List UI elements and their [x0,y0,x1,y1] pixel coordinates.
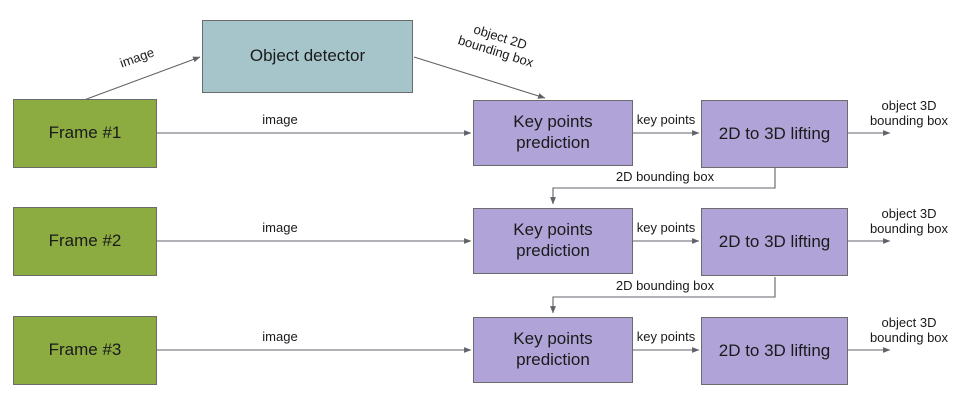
node-keypoints-prediction-1[interactable]: Key points prediction [473,100,633,166]
edge-label-output-row-2: object 3D bounding box [869,206,949,237]
edge-label-image-row-1: image [262,112,298,127]
node-frame-2[interactable]: Frame #2 [13,207,157,276]
node-lifting-3-label: 2D to 3D lifting [718,340,831,360]
edge-label-detector-to-keypoints: object 2D bounding box [456,21,536,71]
edge-label-keypoints-row-2: key points [636,220,696,235]
node-frame-3-label: Frame #3 [48,340,122,360]
node-object-detector[interactable]: Object detector [202,20,413,93]
node-object-detector-label: Object detector [249,46,366,66]
node-keypoints-prediction-3[interactable]: Key points prediction [473,317,633,383]
node-keypoints-prediction-3-label: Key points prediction [513,329,593,369]
node-lifting-2[interactable]: 2D to 3D lifting [701,208,848,276]
edge-label-image-row-3: image [262,329,298,344]
edge-label-output-row-3: object 3D bounding box [869,315,949,346]
node-frame-1-label: Frame #1 [48,123,122,143]
node-keypoints-prediction-2[interactable]: Key points prediction [473,208,633,274]
node-keypoints-prediction-1-label: Key points prediction [513,112,593,152]
edge-label-image-row-2: image [262,220,298,235]
node-frame-2-label: Frame #2 [48,231,122,251]
node-frame-1[interactable]: Frame #1 [13,99,157,168]
edge-label-keypoints-row-1: key points [636,112,696,127]
edge-label-image-to-detector: image [117,44,157,71]
edge-label-feedback-row-2: 2D bounding box [615,278,715,293]
node-lifting-2-label: 2D to 3D lifting [718,231,831,251]
edge-label-feedback-row-1: 2D bounding box [615,169,715,184]
edge-label-keypoints-row-3: key points [636,329,696,344]
node-lifting-1-label: 2D to 3D lifting [718,123,831,143]
node-keypoints-prediction-2-label: Key points prediction [513,220,593,260]
node-frame-3[interactable]: Frame #3 [13,316,157,385]
edge-label-output-row-1: object 3D bounding box [869,98,949,129]
node-lifting-1[interactable]: 2D to 3D lifting [701,100,848,168]
node-lifting-3[interactable]: 2D to 3D lifting [701,317,848,385]
